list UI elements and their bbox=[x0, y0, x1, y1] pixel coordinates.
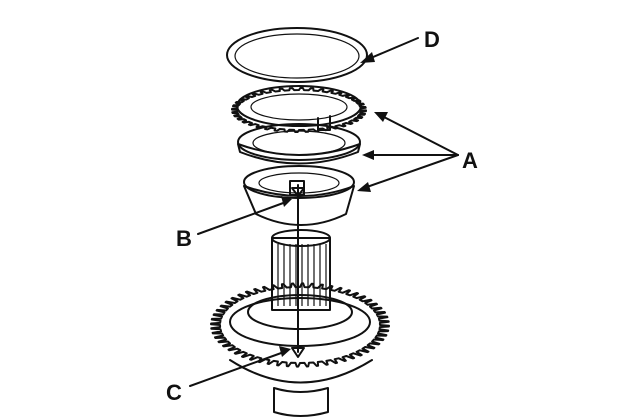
arrowhead-a-1 bbox=[374, 112, 388, 122]
leader-c bbox=[189, 351, 285, 387]
gear-hub-ring bbox=[247, 294, 353, 330]
callout-label-d: D bbox=[424, 27, 440, 52]
snap-ring-outer bbox=[226, 27, 368, 83]
upper-ring-bore bbox=[250, 93, 348, 121]
gear-teeth bbox=[210, 282, 390, 368]
arrowhead-a-2 bbox=[362, 150, 374, 160]
shaft-body bbox=[271, 237, 331, 311]
helical-gear bbox=[210, 282, 390, 417]
callout-label-b: B bbox=[176, 226, 192, 251]
leader-d bbox=[365, 37, 419, 61]
middle-ring-top bbox=[237, 123, 361, 161]
shaft-splines bbox=[277, 244, 327, 306]
upper-ring-teeth bbox=[231, 87, 367, 133]
output-stub-shaft bbox=[273, 387, 329, 417]
snap-ring bbox=[226, 27, 368, 83]
arrowhead-a-3 bbox=[357, 182, 371, 192]
callout-label-a: A bbox=[462, 148, 478, 173]
upper-ring-notch bbox=[317, 115, 331, 131]
upper-toothed-ring bbox=[231, 85, 367, 133]
lower-ring-band bbox=[243, 185, 355, 226]
lower-synchro-ring bbox=[243, 165, 355, 226]
leader-b bbox=[197, 201, 287, 235]
alignment-mark-c bbox=[291, 347, 305, 358]
callout-leaders bbox=[189, 37, 459, 387]
arrowhead-d bbox=[360, 52, 375, 63]
arrowhead-c bbox=[279, 346, 291, 357]
upper-ring-top bbox=[236, 85, 362, 127]
snap-ring-inner bbox=[234, 33, 360, 79]
shaft-top bbox=[271, 229, 331, 247]
leader-a-1 bbox=[381, 115, 459, 156]
middle-ring-bore bbox=[252, 130, 346, 156]
gear-body-lower bbox=[229, 359, 373, 384]
alignment-mark-b bbox=[291, 187, 305, 197]
splined-shaft bbox=[271, 229, 331, 311]
arrowhead-b bbox=[281, 196, 292, 207]
leader-a-3 bbox=[363, 154, 459, 189]
callout-label-c: C bbox=[166, 380, 182, 405]
gear-face-inner bbox=[229, 297, 371, 347]
